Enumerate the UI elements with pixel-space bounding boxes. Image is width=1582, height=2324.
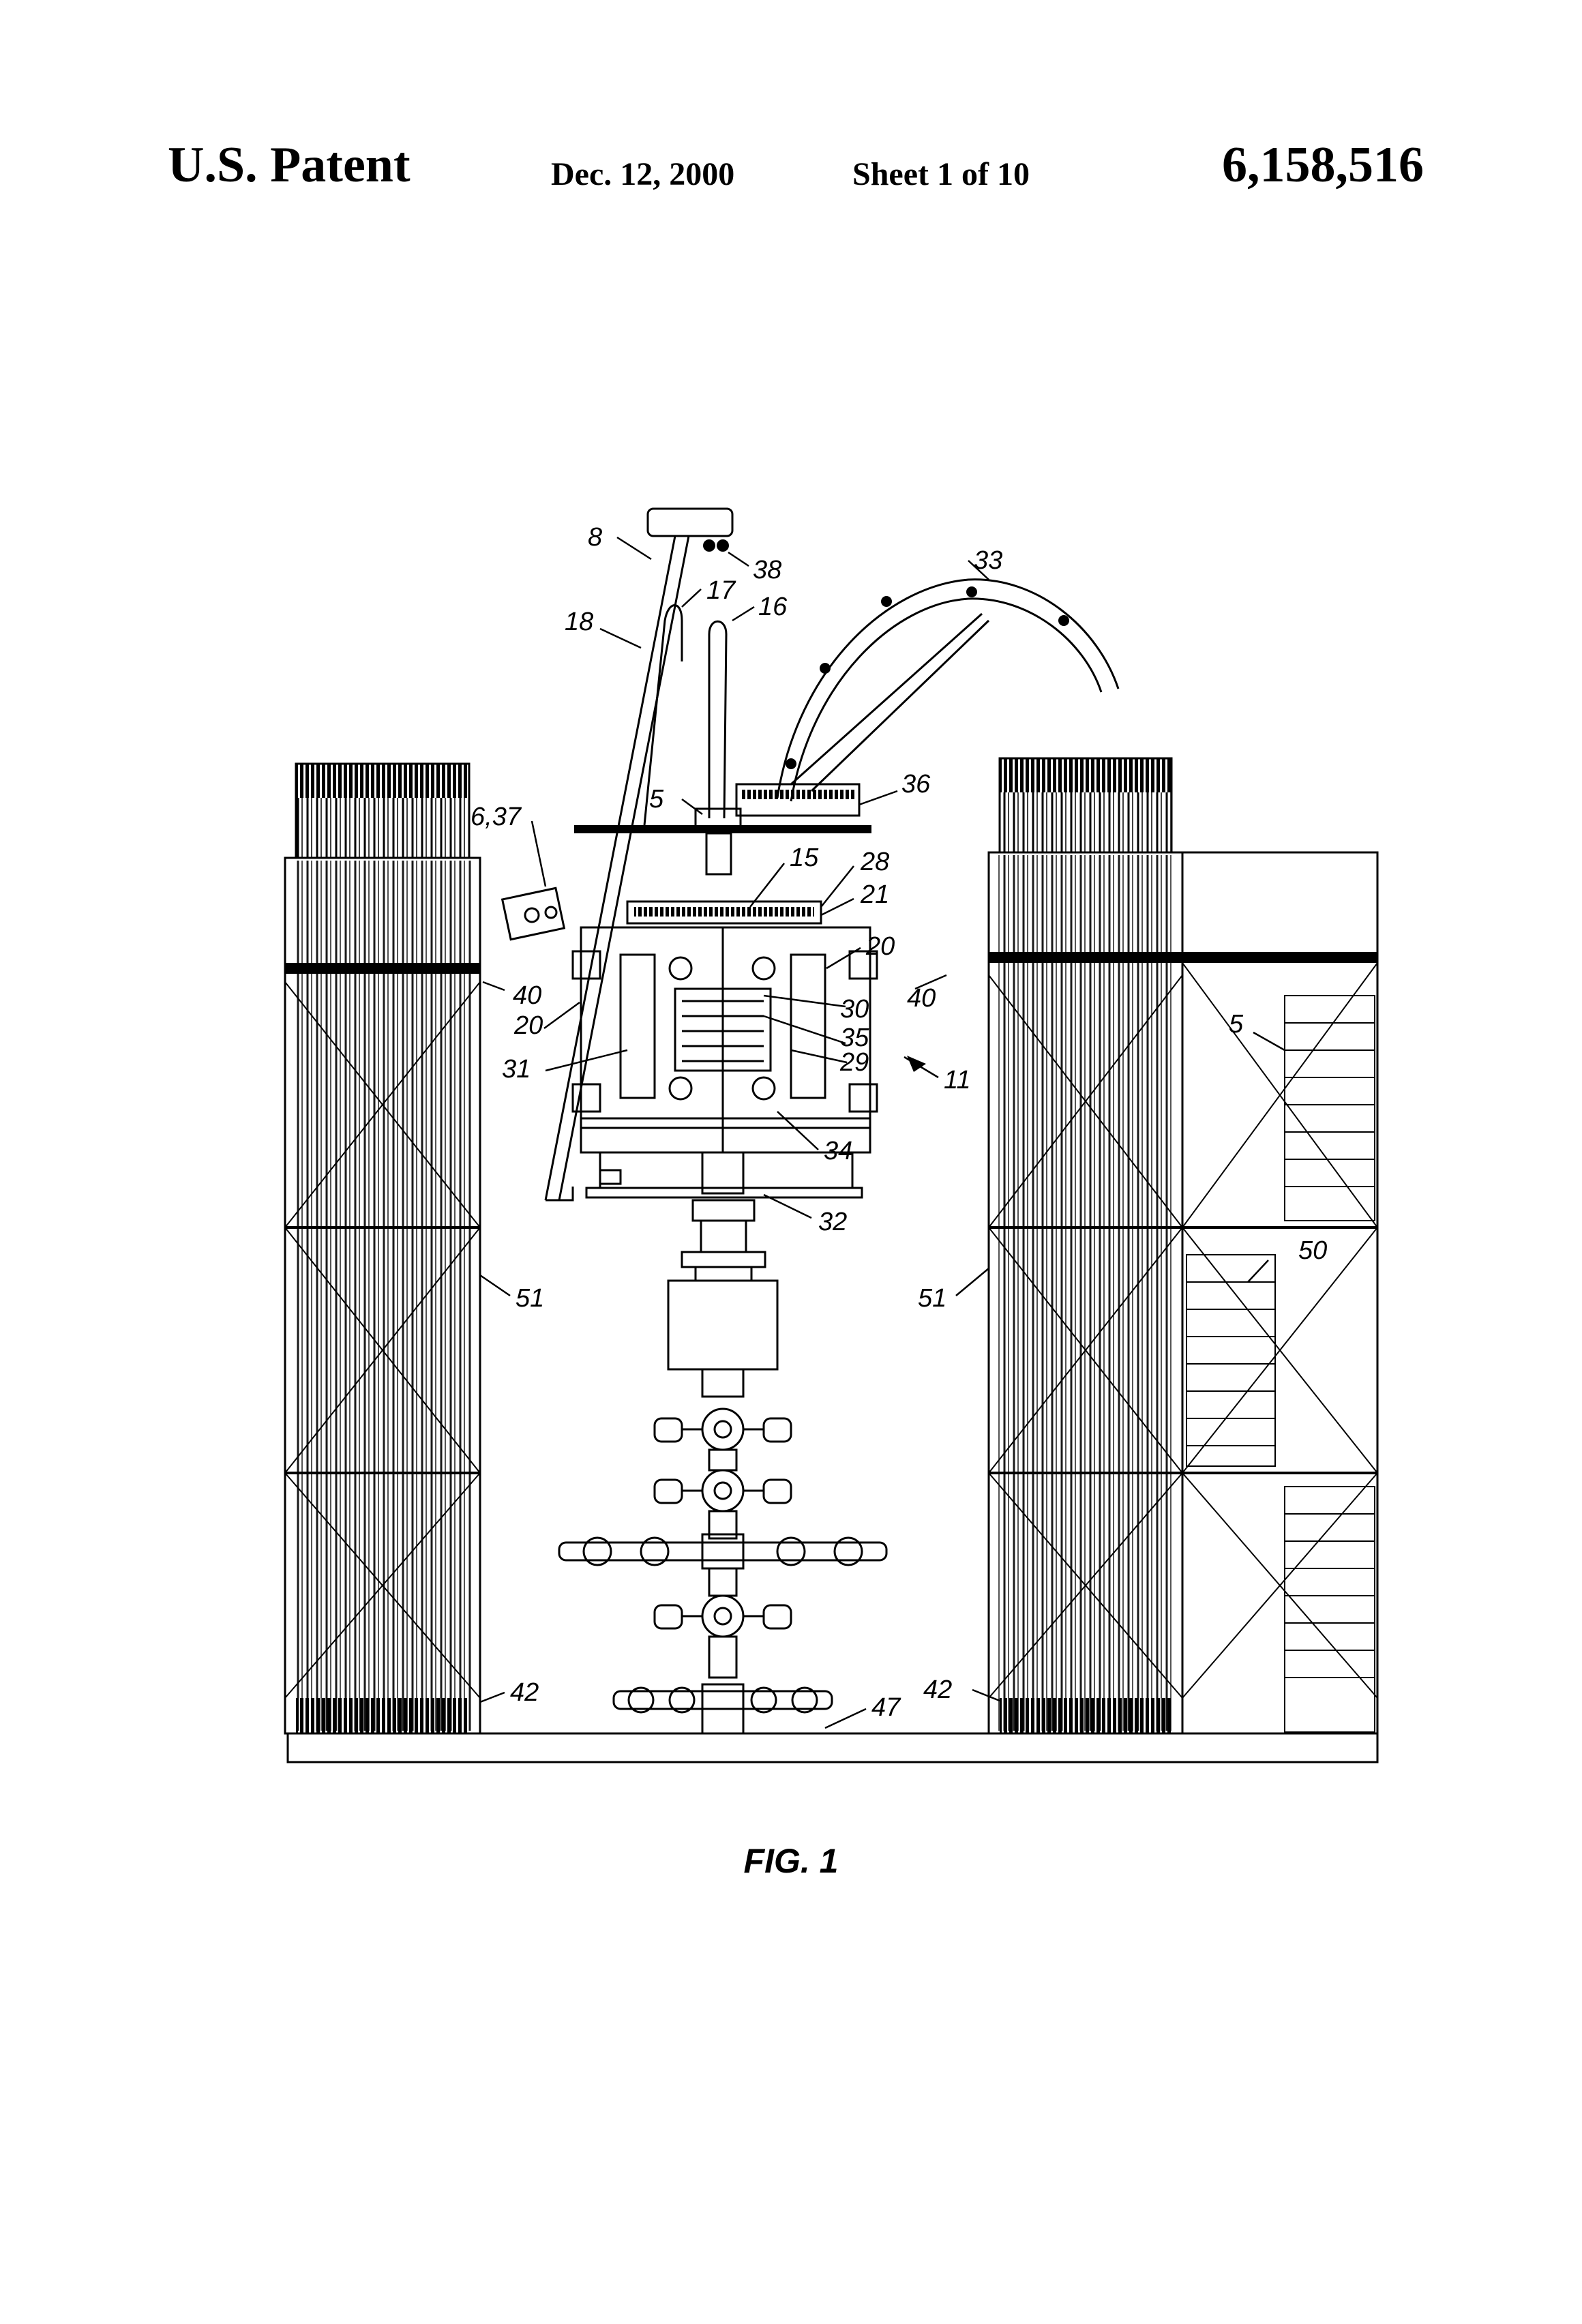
ref-label: 15	[790, 844, 819, 872]
ref-label: 5	[649, 785, 664, 814]
snubbing-unit	[571, 900, 878, 1154]
lower-wing-valves	[612, 1683, 833, 1735]
ref-label: 42	[510, 1678, 539, 1707]
ref-label: 35	[840, 1024, 869, 1052]
ref-label: 16	[758, 593, 788, 621]
ref-label: 42	[923, 1675, 952, 1704]
arrow-11-head	[907, 1056, 926, 1072]
ref-label: 20	[865, 932, 895, 961]
crane-boom	[735, 578, 1120, 817]
work-platform	[574, 807, 871, 876]
wing-valves	[558, 1533, 888, 1570]
ref-label: 17	[706, 576, 736, 605]
patent-label: U.S. Patent	[168, 137, 411, 193]
ref-label: 47	[871, 1693, 901, 1722]
ref-label: 18	[565, 608, 593, 636]
control-console	[501, 887, 566, 941]
valve-2	[653, 1469, 792, 1513]
ref-label: 29	[839, 1048, 869, 1077]
valve-1	[653, 1407, 792, 1451]
ref-label: 32	[818, 1208, 847, 1236]
ref-label: 30	[840, 995, 869, 1024]
stair-tower	[1181, 851, 1379, 1735]
ref-label: 51	[918, 1284, 946, 1313]
sheet-number: Sheet 1 of 10	[852, 156, 1030, 192]
base-plate	[286, 1732, 1379, 1763]
figure-caption: FIG. 1	[743, 1842, 839, 1880]
wellhead-stack	[558, 1199, 888, 1735]
ref-label: 38	[753, 556, 781, 584]
valve-3	[653, 1594, 792, 1638]
reference-labels: 8 38 17 16 18 33 5 36 6,37 15 28 21 40 2…	[471, 523, 1327, 1722]
ref-label: 28	[860, 848, 889, 876]
ref-label: 6,37	[471, 803, 522, 831]
ref-label: 40	[513, 981, 541, 1010]
patent-number: 6,158,516	[1222, 137, 1424, 193]
ref-label: 5	[1229, 1010, 1244, 1039]
leader-lines	[479, 536, 1285, 1729]
ref-label: 34	[824, 1137, 852, 1165]
left-tower	[284, 762, 481, 1735]
ref-label: 8	[588, 523, 602, 552]
ref-label: 31	[502, 1055, 531, 1084]
ref-label: 33	[974, 546, 1002, 575]
ref-label: 11	[944, 1066, 970, 1094]
ref-label: 20	[513, 1011, 543, 1040]
patent-date: Dec. 12, 2000	[551, 156, 735, 192]
ref-label: 50	[1298, 1236, 1327, 1265]
lower-frame	[546, 1151, 863, 1202]
ref-label: 36	[901, 770, 931, 799]
right-tower	[987, 757, 1377, 1735]
ref-label: 51	[516, 1284, 544, 1313]
ref-label: 21	[860, 880, 889, 909]
ref-label: 40	[907, 984, 936, 1013]
